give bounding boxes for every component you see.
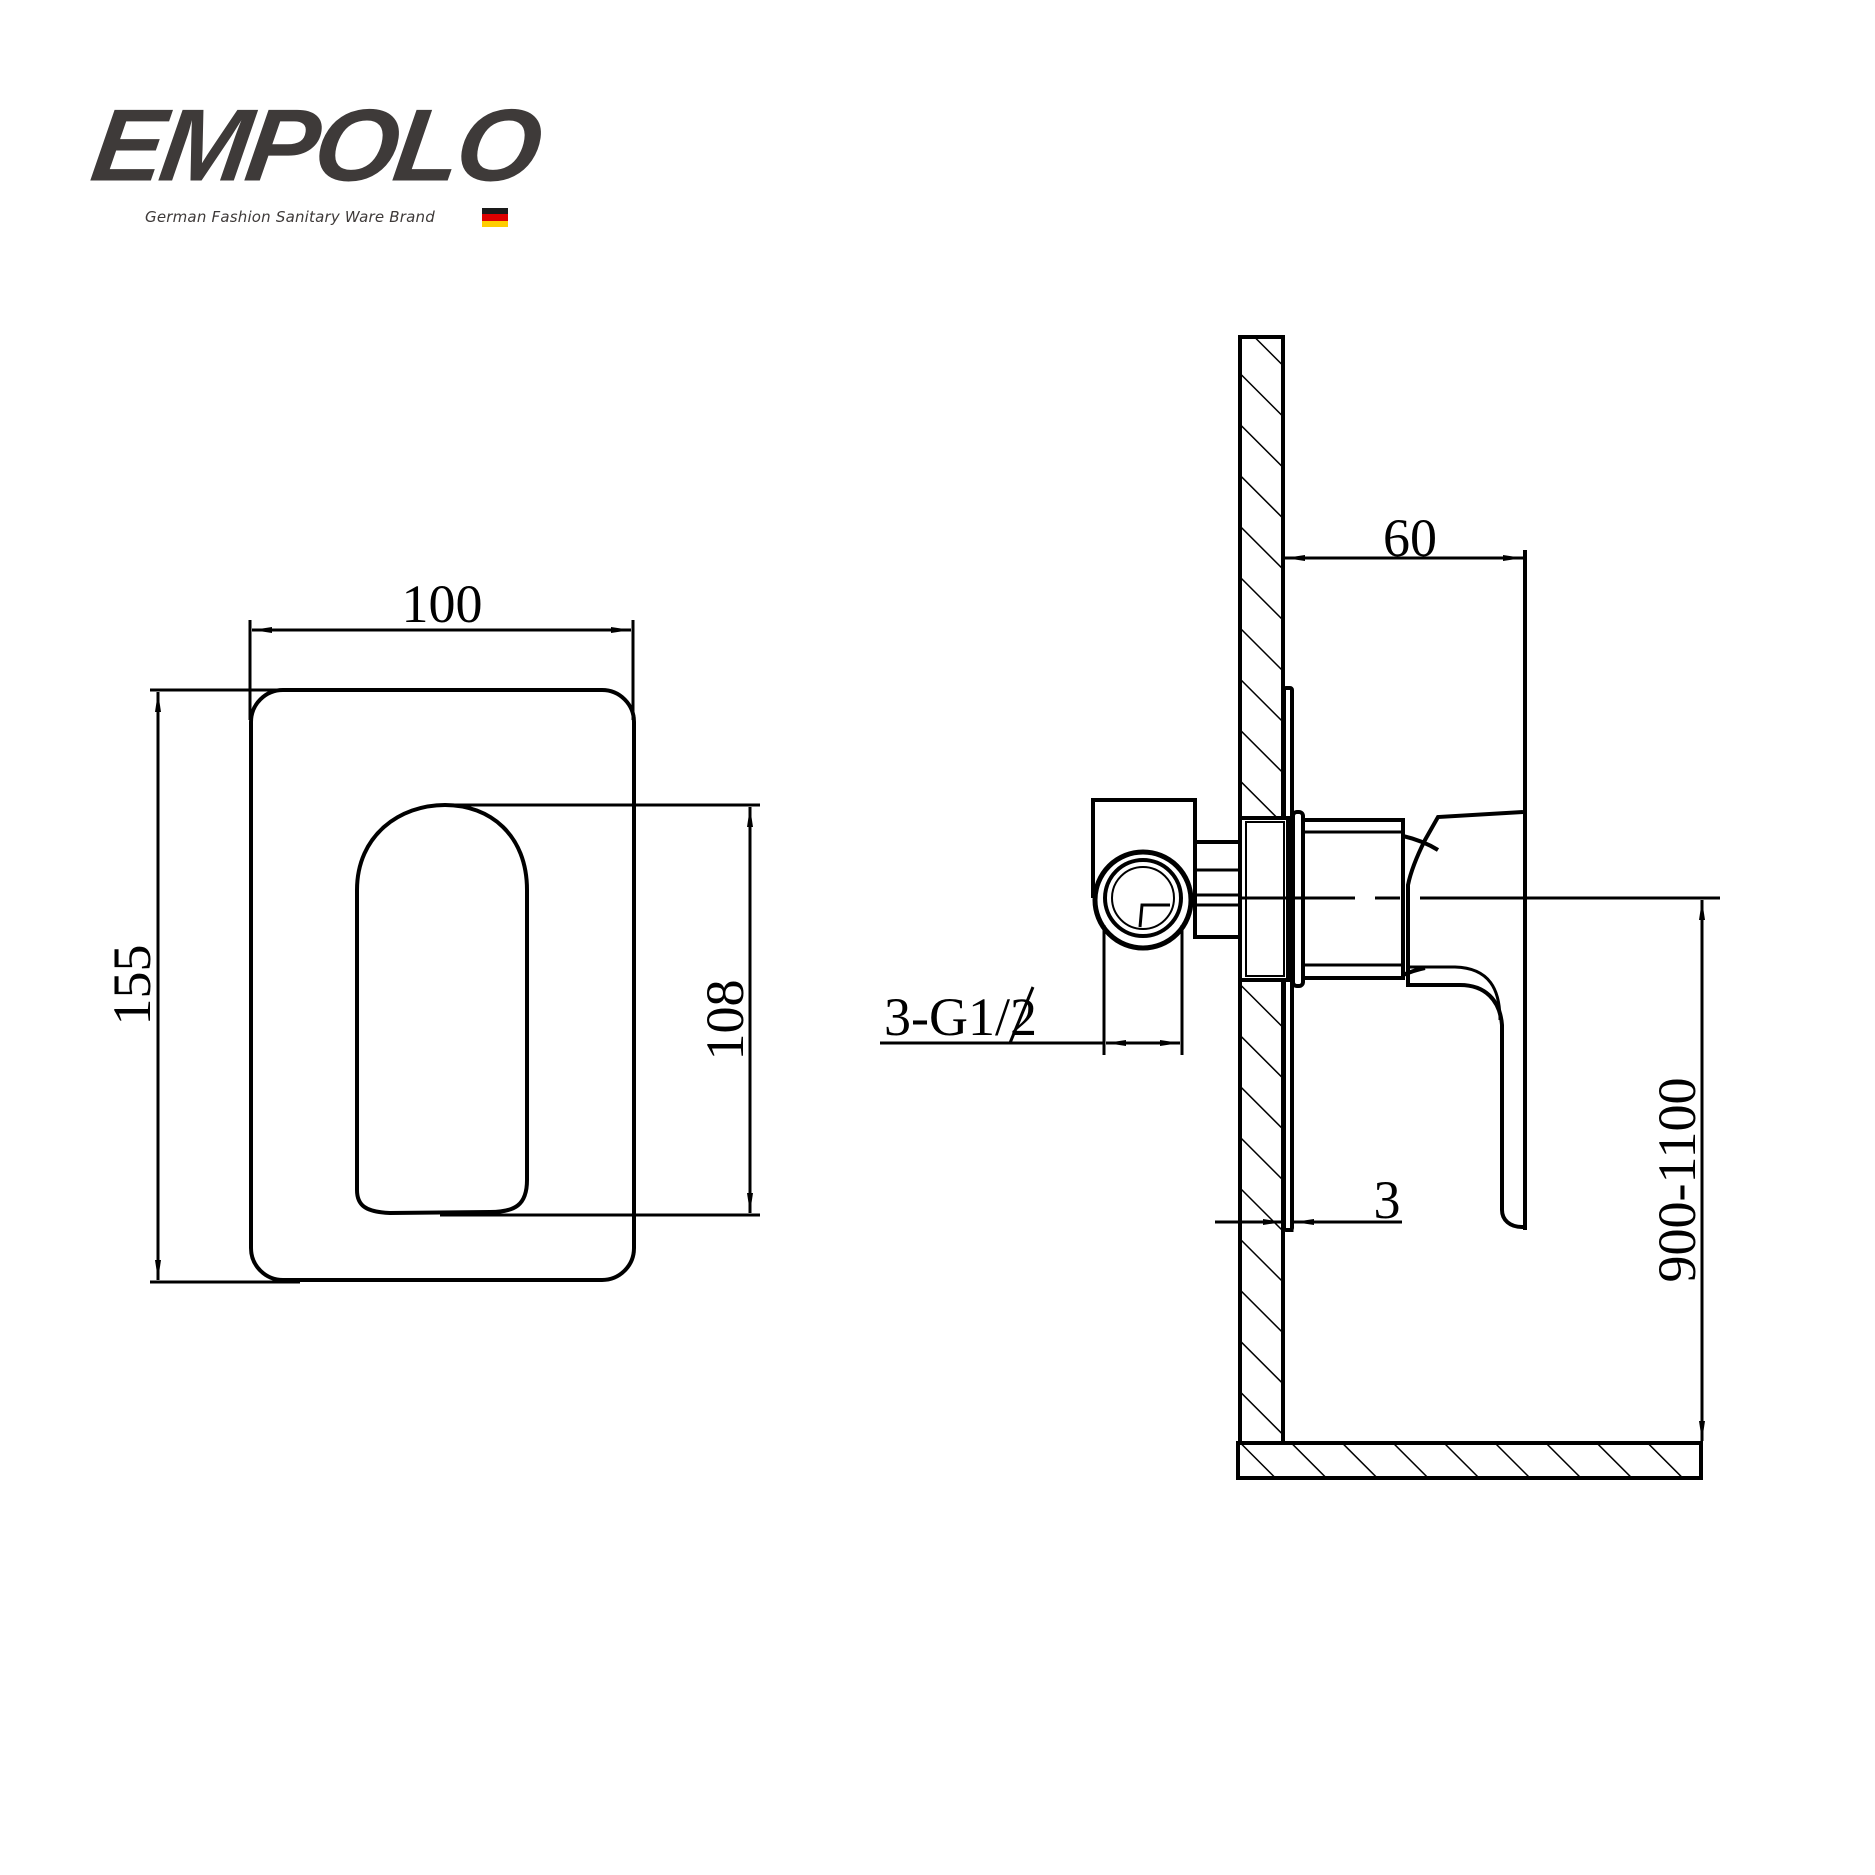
dim-plate-height: [150, 688, 300, 1284]
handle-outline: [355, 802, 529, 1216]
valve-inlet: [1091, 798, 1242, 1055]
brand-logo: EMPOLO German Fashion Sanitary Ware Bran…: [85, 88, 570, 233]
dim-plate-width-label: 100: [402, 574, 483, 634]
dim-handle-height-label: 108: [695, 980, 755, 1061]
floor-section: [1236, 1441, 1703, 1480]
dim-projection-label: 60: [1383, 508, 1437, 568]
dim-plate-thickness-label: 3: [1374, 1170, 1401, 1230]
brand-tagline: German Fashion Sanitary Ware Brand: [145, 208, 435, 226]
dim-handle-height: [440, 803, 760, 1217]
dim-connection: [880, 986, 1180, 1046]
dim-plate-width: [248, 620, 635, 720]
lever-handle: [1402, 810, 1525, 1229]
dim-plate-height-label: 155: [102, 945, 162, 1026]
dim-connection-label: 3-G1/2: [884, 987, 1037, 1047]
front-view: [249, 688, 636, 1282]
german-flag-icon: [482, 208, 508, 227]
cover-plate-outline: [249, 688, 636, 1282]
dim-install-height-label: 900-1100: [1647, 1078, 1707, 1283]
dim-plate-thickness: [1215, 1160, 1402, 1232]
